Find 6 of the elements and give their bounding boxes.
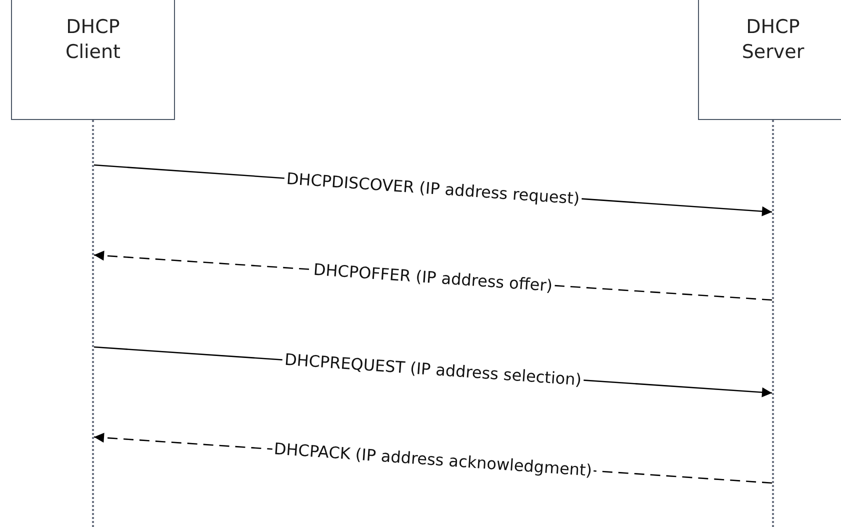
participant-label: DHCP Client: [64, 15, 122, 65]
participant-label: DHCP Server: [740, 15, 806, 65]
participant-box: [11, 0, 175, 120]
lifeline: [772, 120, 774, 527]
participant-box: [698, 0, 841, 120]
lifeline: [92, 120, 94, 527]
